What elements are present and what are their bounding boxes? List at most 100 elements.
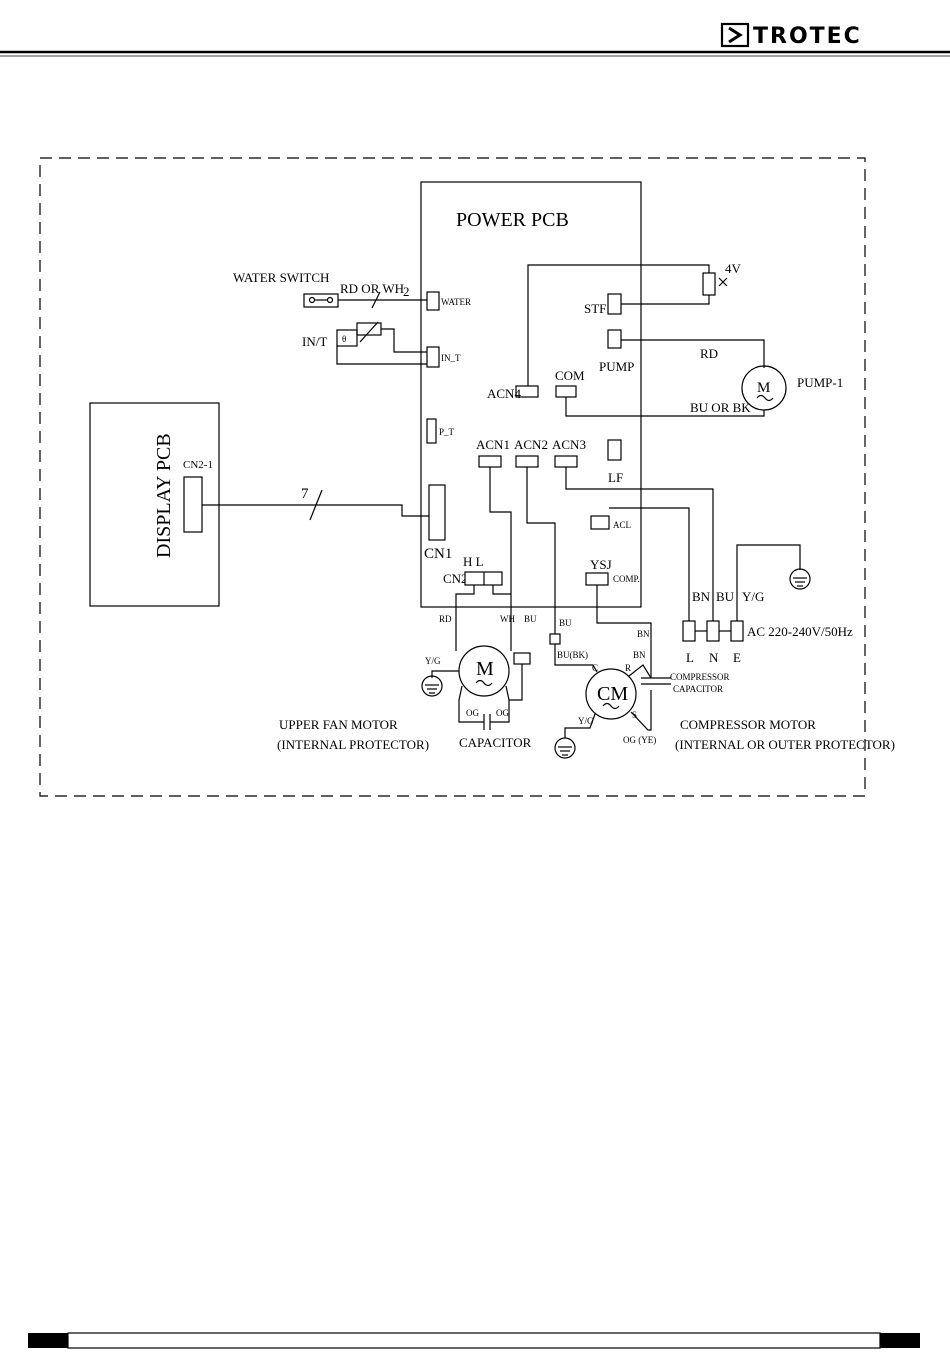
n-terminal bbox=[706, 620, 720, 642]
footer-bar bbox=[28, 1332, 920, 1349]
water-connector bbox=[426, 291, 440, 311]
fan-wire-wh-link bbox=[492, 585, 511, 595]
power-pcb: POWER PCB bbox=[420, 181, 642, 608]
acn2-wire bbox=[526, 467, 556, 634]
acl-group: ACL bbox=[590, 507, 690, 621]
l-terminal bbox=[682, 620, 696, 642]
compressor-tilde bbox=[602, 702, 620, 710]
ysj-connector bbox=[585, 572, 609, 586]
cap-wire-left bbox=[458, 685, 484, 723]
fan-bu-wire bbox=[509, 664, 523, 701]
theta-label: θ bbox=[342, 334, 346, 344]
com-label: COM bbox=[555, 368, 585, 383]
in-t-wire-2 bbox=[336, 346, 427, 365]
header: TROTEC bbox=[0, 22, 950, 57]
capacitor-label: CAPACITOR bbox=[459, 735, 532, 750]
og-ye-label: OG (YE) bbox=[623, 735, 656, 745]
footer-right-block bbox=[880, 1333, 920, 1348]
comp-motor-label-2: (INTERNAL OR OUTER PROTECTOR) bbox=[675, 737, 895, 752]
footer-left-block bbox=[28, 1333, 68, 1348]
cn1-label: CN1 bbox=[424, 546, 452, 562]
acn3-label: ACN3 bbox=[552, 437, 586, 452]
four-way-valve: 4V STF bbox=[527, 261, 742, 388]
display-pcb: DISPLAY PCB CN2-1 bbox=[89, 402, 220, 607]
compressor-motor: BU BU(BK) BN C R S CM COMPRESSOR CAPACIT… bbox=[549, 618, 895, 759]
p-t-connector bbox=[426, 418, 437, 444]
ysj-group: YSJ COMP. BN bbox=[585, 557, 652, 678]
in-t-left-label: IN/T bbox=[302, 334, 327, 349]
compressor-ground-icon bbox=[554, 737, 576, 759]
com-connector bbox=[555, 385, 577, 398]
n-label: N bbox=[709, 650, 719, 665]
comp-r-wire bbox=[628, 664, 652, 679]
acl-connector bbox=[590, 515, 610, 530]
acl-wire bbox=[609, 507, 690, 621]
logo-frame bbox=[720, 22, 750, 48]
pump-connector bbox=[607, 329, 622, 349]
acn4-wire bbox=[527, 264, 710, 388]
display-pcb-title: DISPLAY PCB bbox=[153, 433, 175, 558]
acn3-wire bbox=[565, 467, 714, 621]
fan-ground-icon bbox=[421, 675, 443, 697]
bu-label: BU bbox=[716, 589, 735, 604]
acl-label: ACL bbox=[613, 520, 631, 530]
stf-connector bbox=[607, 293, 622, 315]
in-t-connector bbox=[426, 346, 440, 368]
cn1-connector bbox=[428, 484, 446, 541]
water-switch: WATER SWITCH RD OR WH 2 WATER bbox=[233, 270, 471, 311]
in-t-wire-1 bbox=[381, 328, 427, 353]
earth-ground-icon bbox=[789, 568, 811, 590]
water-switch-label: WATER SWITCH bbox=[233, 270, 329, 285]
pump-motor-m: M bbox=[757, 380, 770, 396]
ysj-label: YSJ bbox=[590, 557, 612, 572]
power-supply: BN BU Y/G L N E AC 220-240V/50Hz bbox=[682, 544, 853, 665]
trotec-logo: TROTEC bbox=[720, 22, 862, 49]
pump-label: PUMP bbox=[599, 359, 634, 374]
c-term-label: C bbox=[592, 663, 598, 673]
diagram-frame bbox=[39, 157, 866, 797]
upper-fan-label-1: UPPER FAN MOTOR bbox=[279, 717, 398, 732]
thermistor-slash bbox=[359, 321, 379, 343]
cap-wire-right bbox=[490, 685, 510, 723]
fan-protector bbox=[513, 652, 531, 665]
water-switch-contact bbox=[326, 296, 334, 304]
compressor-bu-clip bbox=[549, 633, 561, 645]
l-label: L bbox=[686, 650, 694, 665]
yg-label: Y/G bbox=[742, 589, 764, 604]
pump-wire-com bbox=[565, 397, 765, 417]
comp-yg-label: Y/G bbox=[578, 716, 594, 726]
harness-display-cn1: 7 CN1 bbox=[202, 484, 452, 562]
acn-connectors: ACN1 ACN2 ACN3 LF bbox=[476, 437, 623, 485]
comp-yg-wire bbox=[564, 713, 596, 738]
bu-or-bk-label: BU OR BK bbox=[690, 400, 751, 415]
fan-yg-label: Y/G bbox=[425, 656, 441, 666]
comp-c-wire bbox=[554, 644, 598, 673]
wire-two-label: 2 bbox=[403, 284, 410, 299]
comp-bn-wire bbox=[596, 585, 652, 678]
bn-wire-label: BN bbox=[637, 629, 650, 639]
brand-name: TROTEC bbox=[753, 24, 862, 49]
rd-label: RD bbox=[700, 346, 718, 361]
fan-motor-m: M bbox=[476, 658, 494, 680]
wire-count-label: 7 bbox=[301, 486, 309, 502]
stf-label: STF bbox=[584, 301, 606, 316]
cn2-1-label: CN2-1 bbox=[183, 459, 213, 471]
thermistor-element bbox=[356, 322, 382, 336]
water-label: WATER bbox=[441, 297, 471, 307]
e-label: E bbox=[733, 650, 741, 665]
e-terminal bbox=[730, 620, 744, 642]
fan-wh-label: WH bbox=[500, 614, 515, 624]
cn2-1-connector bbox=[183, 476, 203, 533]
power-pcb-box bbox=[420, 181, 642, 608]
upper-fan-label-2: (INTERNAL PROTECTOR) bbox=[277, 737, 429, 752]
pump-group: PUMP RD M PUMP-1 BU OR BK COM ACN4 bbox=[487, 329, 843, 417]
acn1-label: ACN1 bbox=[476, 437, 510, 452]
lf-connector bbox=[607, 439, 622, 461]
water-switch-slash bbox=[371, 291, 381, 309]
acn4-label: ACN4 bbox=[487, 386, 521, 401]
water-switch-contact bbox=[308, 296, 316, 304]
og1-label: OG bbox=[466, 708, 479, 718]
cn2-label: CN2 bbox=[443, 571, 468, 586]
